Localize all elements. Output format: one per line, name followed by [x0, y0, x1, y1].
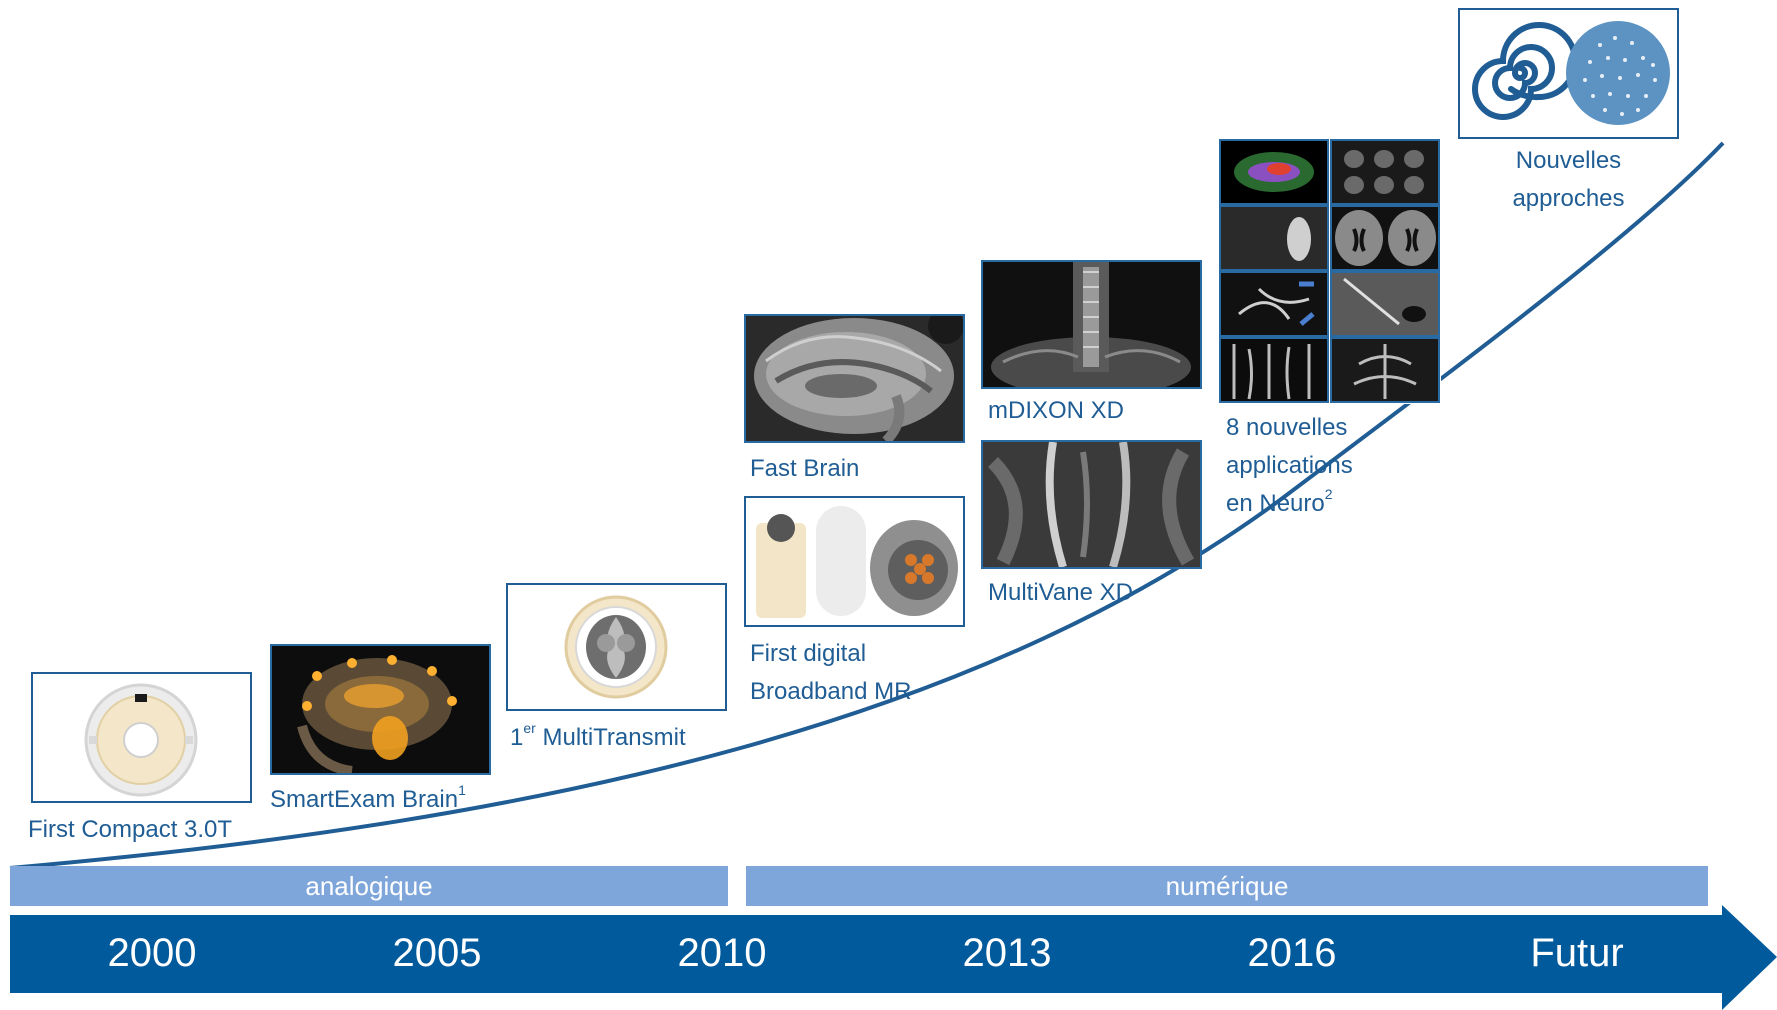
milestone-label-neuro: 8 nouvelles applications en Neuro2 — [1226, 414, 1353, 517]
year-label-futur: Futur — [1530, 931, 1624, 975]
timeline-arrow — [10, 905, 1777, 1010]
year-label-2016: 2016 — [1247, 931, 1337, 975]
compact-coil-image — [31, 672, 252, 803]
year-label-2000: 2000 — [107, 931, 197, 975]
milestone-label-smartexam: SmartExam Brain1 — [270, 782, 466, 813]
milestone-label-fastbrain: Fast Brain — [750, 455, 860, 482]
era-band-analog: analogique — [10, 866, 728, 906]
milestone-label-approaches: Nouvelles approches — [1512, 147, 1625, 212]
brain-render-image — [270, 644, 491, 775]
dots-icon — [1566, 21, 1670, 125]
milestone-label-multivane: MultiVane XD — [988, 579, 1133, 606]
neuro-mri-grid — [1219, 139, 1441, 404]
brain-axial-image — [981, 440, 1202, 569]
era-band-digital: numérique — [746, 866, 1708, 906]
milestone-label-broadband: First digital Broadband MR — [750, 640, 912, 705]
spiral-icon — [1472, 22, 1578, 120]
sagittal-brain-image — [744, 314, 965, 443]
year-label-2005: 2005 — [392, 931, 482, 975]
year-label-2013: 2013 — [962, 931, 1052, 975]
multitransmit-image — [506, 583, 727, 711]
milestone-label-compact: First Compact 3.0T — [28, 816, 233, 843]
broadband-coil-image — [744, 496, 965, 627]
neck-mri-image — [981, 260, 1202, 389]
milestone-label-mdixon: mDIXON XD — [988, 397, 1125, 424]
year-label-2010: 2010 — [677, 931, 767, 975]
new-approaches-image — [1458, 8, 1679, 139]
milestone-label-multitransmit: 1er MultiTransmit — [510, 720, 686, 751]
